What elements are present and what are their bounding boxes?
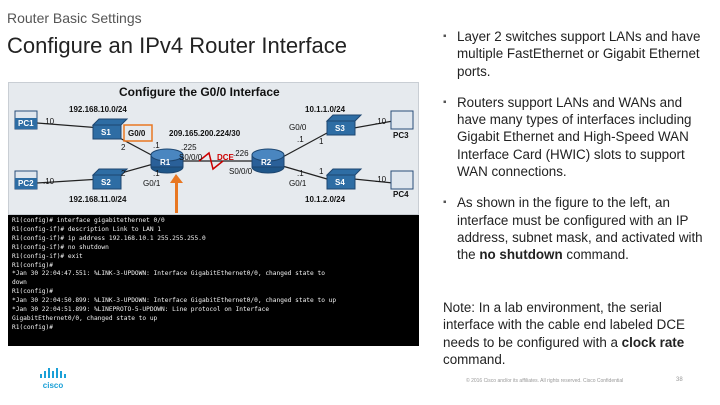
bullet-list: ▪ Layer 2 switches support LANs and have… xyxy=(443,28,708,278)
command-keyword: no shutdown xyxy=(479,247,563,263)
bullet-icon: ▪ xyxy=(443,197,447,209)
router-label: R1 xyxy=(160,158,171,167)
terminal-output: R1(config)# interface gigabitethernet 0/… xyxy=(8,215,419,346)
switch-label: S1 xyxy=(101,128,111,137)
note-end: command. xyxy=(443,351,506,367)
interface-label: S0/0/0 xyxy=(179,153,203,162)
bullet-text-end: command. xyxy=(562,247,629,263)
terminal-line: R1(config)# xyxy=(12,323,53,331)
topology-figure: Configure the G0/0 Interface 192.168.10.… xyxy=(8,82,419,346)
bullet-icon: ▪ xyxy=(443,96,447,108)
port-label: 1 xyxy=(319,137,324,146)
interface-label: G0/0 xyxy=(289,123,307,132)
terminal-line: R1(config-if)# no shutdown xyxy=(12,243,109,251)
ip-label: .1 xyxy=(297,169,304,178)
terminal-line: R1(config)# xyxy=(12,288,53,296)
terminal-line: down xyxy=(12,279,27,287)
interface-label: G0/1 xyxy=(143,179,161,188)
ip-label: .10 xyxy=(43,177,55,186)
pc-label: PC3 xyxy=(393,131,409,140)
switch-label: S4 xyxy=(335,178,345,187)
page-title: Configure an IPv4 Router Interface xyxy=(7,33,347,58)
bullet-item: ▪ Layer 2 switches support LANs and have… xyxy=(443,28,708,80)
bullet-text: Layer 2 switches support LANs and have m… xyxy=(457,29,701,79)
network-label: 192.168.10.0/24 xyxy=(69,105,127,114)
terminal-line: R1(config)# xyxy=(12,261,53,269)
bullet-text: Routers support LANs and WANs and have m… xyxy=(457,94,692,180)
interface-label: G0/0 xyxy=(128,129,146,138)
terminal-line: R1(config-if)# exit xyxy=(12,252,83,260)
dce-label: DCE xyxy=(217,153,234,162)
terminal-line: *Jan 30 22:04:51.899: %LINEPROTO-5-UPDOW… xyxy=(12,306,270,314)
pc-label: PC4 xyxy=(393,190,409,199)
bullet-item: ▪ As shown in the figure to the left, an… xyxy=(443,194,708,263)
terminal-line: GigabitEthernet0/0, changed state to up xyxy=(12,314,158,322)
switch-label: S3 xyxy=(335,124,345,133)
ip-label: .1 xyxy=(297,135,304,144)
topology-drawing xyxy=(14,110,414,190)
note-text: Note: In a lab environment, the serial i… xyxy=(443,299,711,368)
arrow-icon xyxy=(170,174,183,213)
copyright-footer: © 2016 Cisco and/or its affiliates. All … xyxy=(466,378,624,384)
topology-diagram: Configure the G0/0 Interface 192.168.10.… xyxy=(8,82,419,215)
note-body: Note: In a lab environment, the serial i… xyxy=(443,300,685,350)
pc-label: PC2 xyxy=(18,179,34,188)
network-label: 192.168.11.0/24 xyxy=(69,195,127,204)
port-label: 2 xyxy=(121,143,126,152)
figure-caption: Configure the G0/0 Interface xyxy=(119,85,280,99)
ip-label: .1 xyxy=(153,169,160,178)
terminal-line: R1(config)# interface gigabitethernet 0/… xyxy=(12,217,165,224)
network-label: 209.165.200.224/30 xyxy=(169,129,241,138)
interface-label: S0/0/0 xyxy=(229,167,253,176)
port-label: 1 xyxy=(319,167,324,176)
ip-label: .226 xyxy=(233,149,249,158)
interface-label: G0/1 xyxy=(289,179,307,188)
bullet-icon: ▪ xyxy=(443,31,447,42)
network-label: 10.1.2.0/24 xyxy=(305,195,346,204)
terminal-line: *Jan 30 22:04:47.551: %LINK-3-UPDOWN: In… xyxy=(12,270,325,278)
router-label: R2 xyxy=(261,158,272,167)
command-keyword: clock rate xyxy=(621,334,685,350)
kicker: Router Basic Settings xyxy=(7,10,142,26)
ip-label: .10 xyxy=(375,117,387,126)
network-label: 10.1.1.0/24 xyxy=(305,105,346,114)
ip-label: .10 xyxy=(375,175,387,184)
page-number: 38 xyxy=(676,377,683,383)
ip-label: .10 xyxy=(43,117,55,126)
pc-label: PC1 xyxy=(18,119,34,128)
ip-label: .1 xyxy=(153,141,160,150)
terminal-line: *Jan 30 22:04:50.899: %LINK-3-UPDOWN: In… xyxy=(12,297,337,305)
port-label: 2 xyxy=(121,169,126,178)
cisco-logo: cisco xyxy=(38,368,68,390)
bullet-text: As shown in the figure to the left, an i… xyxy=(457,195,703,263)
bullet-item: ▪ Routers support LANs and WANs and have… xyxy=(443,94,708,180)
ip-label: .225 xyxy=(181,143,197,152)
terminal-line: R1(config-if)# ip address 192.168.10.1 2… xyxy=(12,234,206,242)
terminal-line: R1(config-if)# description Link to LAN 1 xyxy=(12,225,162,233)
cisco-logo-icon: cisco xyxy=(40,368,66,390)
logo-wordmark: cisco xyxy=(43,381,64,390)
switch-label: S2 xyxy=(101,178,111,187)
